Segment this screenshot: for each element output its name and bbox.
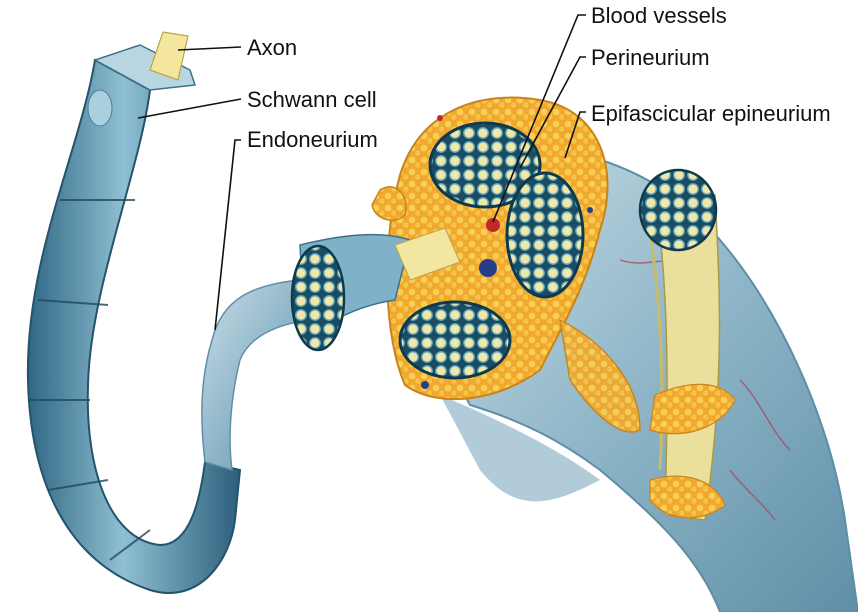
label-epifascicular-epineurium: Epifascicular epineurium [591,102,831,126]
label-perineurium: Perineurium [591,46,710,70]
label-blood-vessels: Blood vessels [591,4,727,28]
label-schwann-cell: Schwann cell [247,88,377,112]
leader-schwann [138,99,241,118]
vein [479,259,497,277]
fascicle-protruding-right [640,170,716,250]
fascicle-right [507,173,583,297]
fascicle-bottom [400,302,510,378]
leader-axon [178,47,241,50]
label-axon: Axon [247,36,297,60]
label-endoneurium: Endoneurium [247,128,378,152]
single-nerve-fiber [28,32,240,593]
fascicle-protruding-left [292,246,344,350]
nerve-trunk [292,98,858,612]
